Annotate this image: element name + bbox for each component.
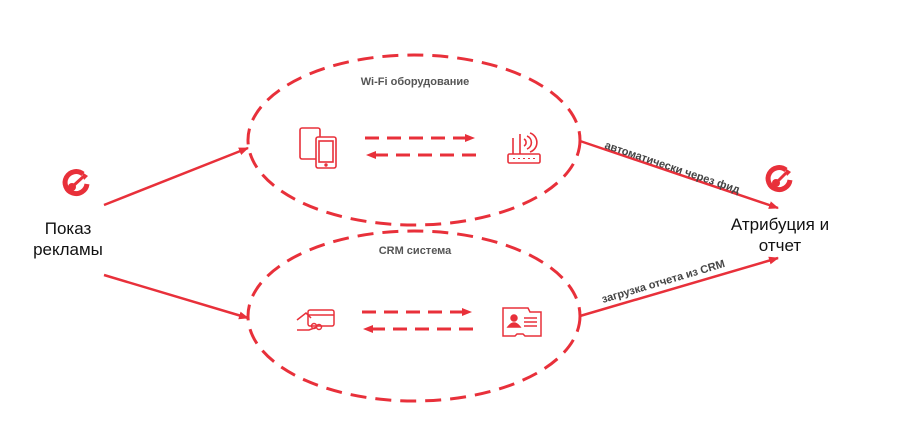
edge-source-to-crm (103, 273, 249, 320)
crm-group-title: CRM система (379, 245, 452, 257)
edge-crm-to-target (579, 256, 779, 318)
target-icon (765, 165, 793, 193)
source-label-line2: рекламы (33, 240, 103, 259)
edge-source-to-wifi (103, 146, 249, 207)
wifi-group-boundary (246, 53, 582, 227)
edge-label-wifi: автоматически через фид (603, 139, 741, 196)
edge-label-crm: загрузка отчета из CRM (600, 258, 726, 306)
source-label-line1: Показ (44, 219, 92, 238)
router-icon (507, 132, 541, 164)
target-icon (62, 169, 90, 197)
edge-wifi-to-target (579, 139, 779, 210)
crm-group: CRM система (246, 229, 582, 403)
id-card-icon (502, 307, 542, 337)
wifi-group: Wi-Fi оборудование (246, 53, 582, 227)
tablets-icon (299, 127, 337, 169)
card-hand-icon (296, 309, 335, 331)
wifi-group-title: Wi-Fi оборудование (361, 76, 469, 88)
source-node-label: Показ рекламы (18, 218, 118, 260)
target-label-line2: отчет (758, 236, 802, 255)
target-label-line1: Атрибуция и (730, 215, 830, 234)
target-node-label: Атрибуция и отчет (718, 214, 842, 256)
